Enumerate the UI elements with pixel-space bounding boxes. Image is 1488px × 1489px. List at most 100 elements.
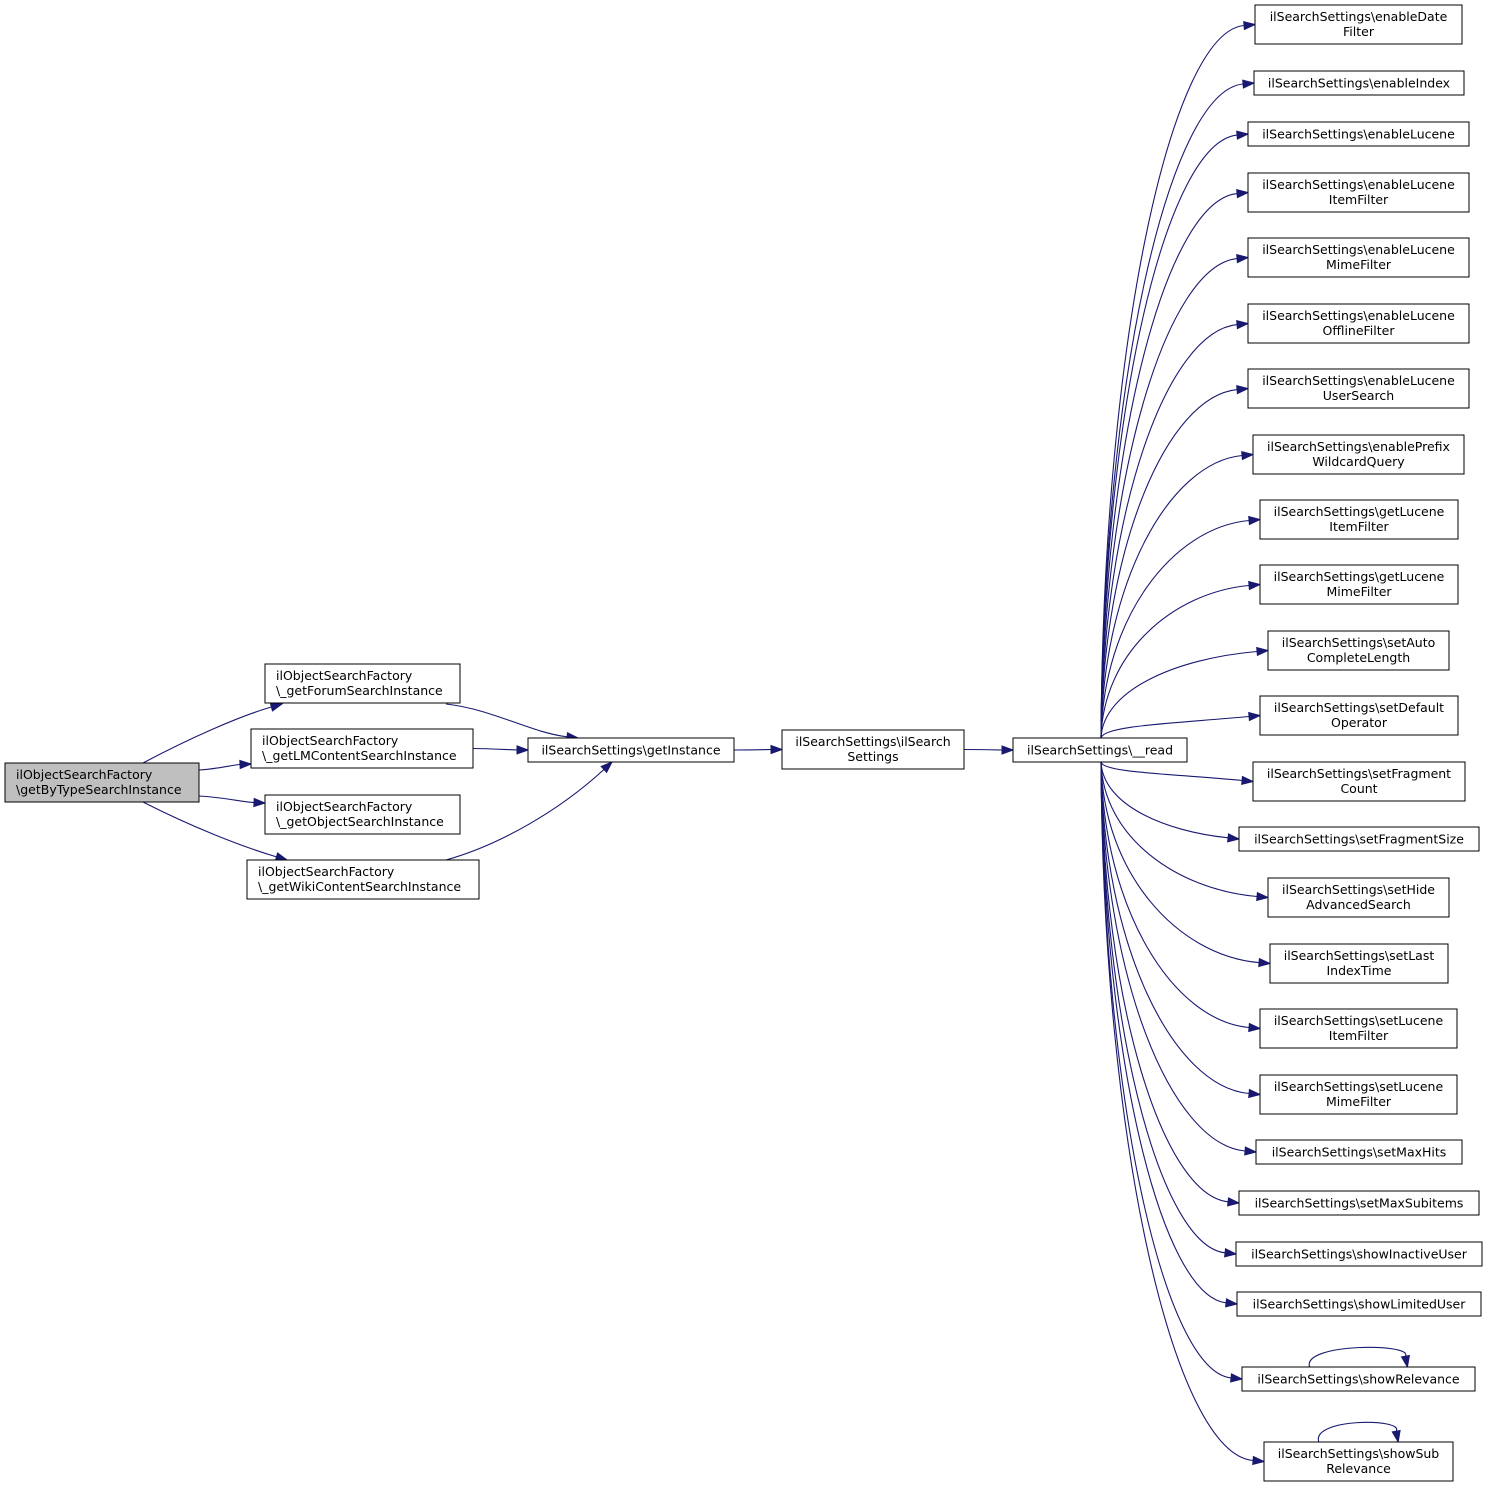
arrowhead-icon [1248,1022,1262,1033]
edge-read-to-getLuceneItemFilter [1100,515,1262,739]
edge-read-to-enableLuceneOfflineFilter [1100,319,1250,739]
edge-line [1100,324,1238,739]
node-label: ilSearchSettings\getLucene [1274,569,1445,584]
node-enableLuceneOfflineFilter[interactable]: ilSearchSettings\enableLuceneOfflineFilt… [1247,303,1470,344]
node-label: ItemFilter [1329,1028,1389,1043]
arrowhead-icon [1243,20,1257,31]
node-setFragmentSize[interactable]: ilSearchSettings\setFragmentSize [1238,826,1480,852]
node-showLimitedUser[interactable]: ilSearchSettings\showLimitedUser [1236,1291,1482,1317]
node-showInactiveUser[interactable]: ilSearchSettings\showInactiveUser [1235,1241,1483,1267]
node-label: ilSearchSettings\setHide [1282,882,1435,897]
node-getWikiContentSearchInstance[interactable]: ilObjectSearchFactory\_getWikiContentSea… [246,859,480,900]
edge-read-to-setLastIndexTime [1100,761,1272,968]
arrowhead-icon [1256,646,1270,657]
node-label: Count [1340,781,1377,796]
arrowhead-icon [1258,957,1272,968]
arrowhead-icon [1236,188,1250,199]
node-label: ilObjectSearchFactory [16,767,153,782]
arrowhead-icon [1248,711,1262,722]
node-setMaxHits[interactable]: ilSearchSettings\setMaxHits [1255,1139,1463,1165]
node-label: ilSearchSettings\enableIndex [1268,76,1450,91]
node-label: \_getLMContentSearchInstance [262,748,457,763]
node-label: ilSearchSettings\showInactiveUser [1251,1247,1468,1262]
edge-line [1100,761,1250,1029]
arrowhead-icon [1230,1373,1244,1383]
edges-layer [142,20,1411,1466]
arrowhead-icon [1225,1298,1239,1308]
arrowhead-icon [1248,515,1262,526]
edge-getByTypeSearchInstance-to-getObjectSearchInstance [198,795,267,808]
node-enableLucene[interactable]: ilSearchSettings\enableLucene [1247,121,1470,147]
node-box [1253,70,1465,96]
node-label: ilObjectSearchFactory [258,864,395,879]
node-box [1269,943,1449,984]
node-getByTypeSearchInstance[interactable]: ilObjectSearchFactory\getByTypeSearchIns… [4,762,200,803]
node-label: \_getWikiContentSearchInstance [258,879,461,894]
node-label: \_getObjectSearchInstance [276,814,444,829]
node-getForumSearchInstance[interactable]: ilObjectSearchFactory\_getForumSearchIns… [264,663,461,704]
node-showRelevance[interactable]: ilSearchSettings\showRelevance [1241,1366,1476,1392]
node-label: Settings [847,749,898,764]
node-label: AdvancedSearch [1306,897,1411,912]
edge-read-to-enableIndex [1100,79,1256,739]
node-box [1254,4,1463,45]
node-label: ilSearchSettings\showSub [1278,1446,1440,1461]
node-label: ilSearchSettings\setMaxSubitems [1255,1196,1464,1211]
arrowhead-icon [1236,384,1250,395]
edge-line [1100,761,1260,964]
edge-getLMContentSearchInstance-to-getInstance [472,745,530,755]
node-box [1235,1241,1483,1267]
node-setMaxSubitems[interactable]: ilSearchSettings\setMaxSubitems [1238,1190,1480,1216]
edge-showRelevance-to-showRelevance [1309,1346,1411,1369]
edge-line [1100,761,1227,1304]
edge-read-to-setLuceneMimeFilter [1100,761,1262,1099]
node-box [1252,434,1465,475]
arrowhead-icon [1241,450,1255,461]
node-label: ItemFilter [1329,192,1389,207]
node-label: WildcardQuery [1312,454,1405,469]
node-box [1012,737,1188,763]
node-read[interactable]: ilSearchSettings\__read [1012,737,1188,763]
edge-line [445,769,605,861]
node-enableIndex[interactable]: ilSearchSettings\enableIndex [1253,70,1465,96]
edge-line [963,748,1003,751]
node-box [4,762,200,803]
node-box [264,794,461,835]
node-enablePrefixWildcardQuery[interactable]: ilSearchSettings\enablePrefixWildcardQue… [1252,434,1465,475]
node-label: ilSearchSettings\showLimitedUser [1253,1297,1467,1312]
node-label: ilSearchSettings\getInstance [541,743,720,758]
node-getObjectSearchInstance[interactable]: ilObjectSearchFactory\_getObjectSearchIn… [264,794,461,835]
edge-line [1100,24,1245,739]
node-box [1255,1139,1463,1165]
node-getLMContentSearchInstance[interactable]: ilObjectSearchFactory\_getLMContentSearc… [250,728,474,769]
node-getInstance[interactable]: ilSearchSettings\getInstance [527,737,735,763]
arrowhead-icon [1391,1429,1401,1444]
node-label: ilSearchSettings\showRelevance [1257,1372,1460,1387]
edge-read-to-showInactiveUser [1100,761,1238,1258]
node-label: UserSearch [1323,388,1394,403]
node-label: ilSearchSettings\setLucene [1274,1013,1444,1028]
edge-line [1100,389,1238,739]
node-box [250,728,474,769]
node-label: ilSearchSettings\enableLucene [1262,242,1455,257]
node-box [1247,303,1470,344]
node-label: ilSearchSettings\setFragment [1267,766,1451,781]
node-box [264,663,461,704]
node-label: ilSearchSettings\setDefault [1274,700,1444,715]
node-ctor[interactable]: ilSearchSettings\ilSearchSettings [781,729,965,770]
